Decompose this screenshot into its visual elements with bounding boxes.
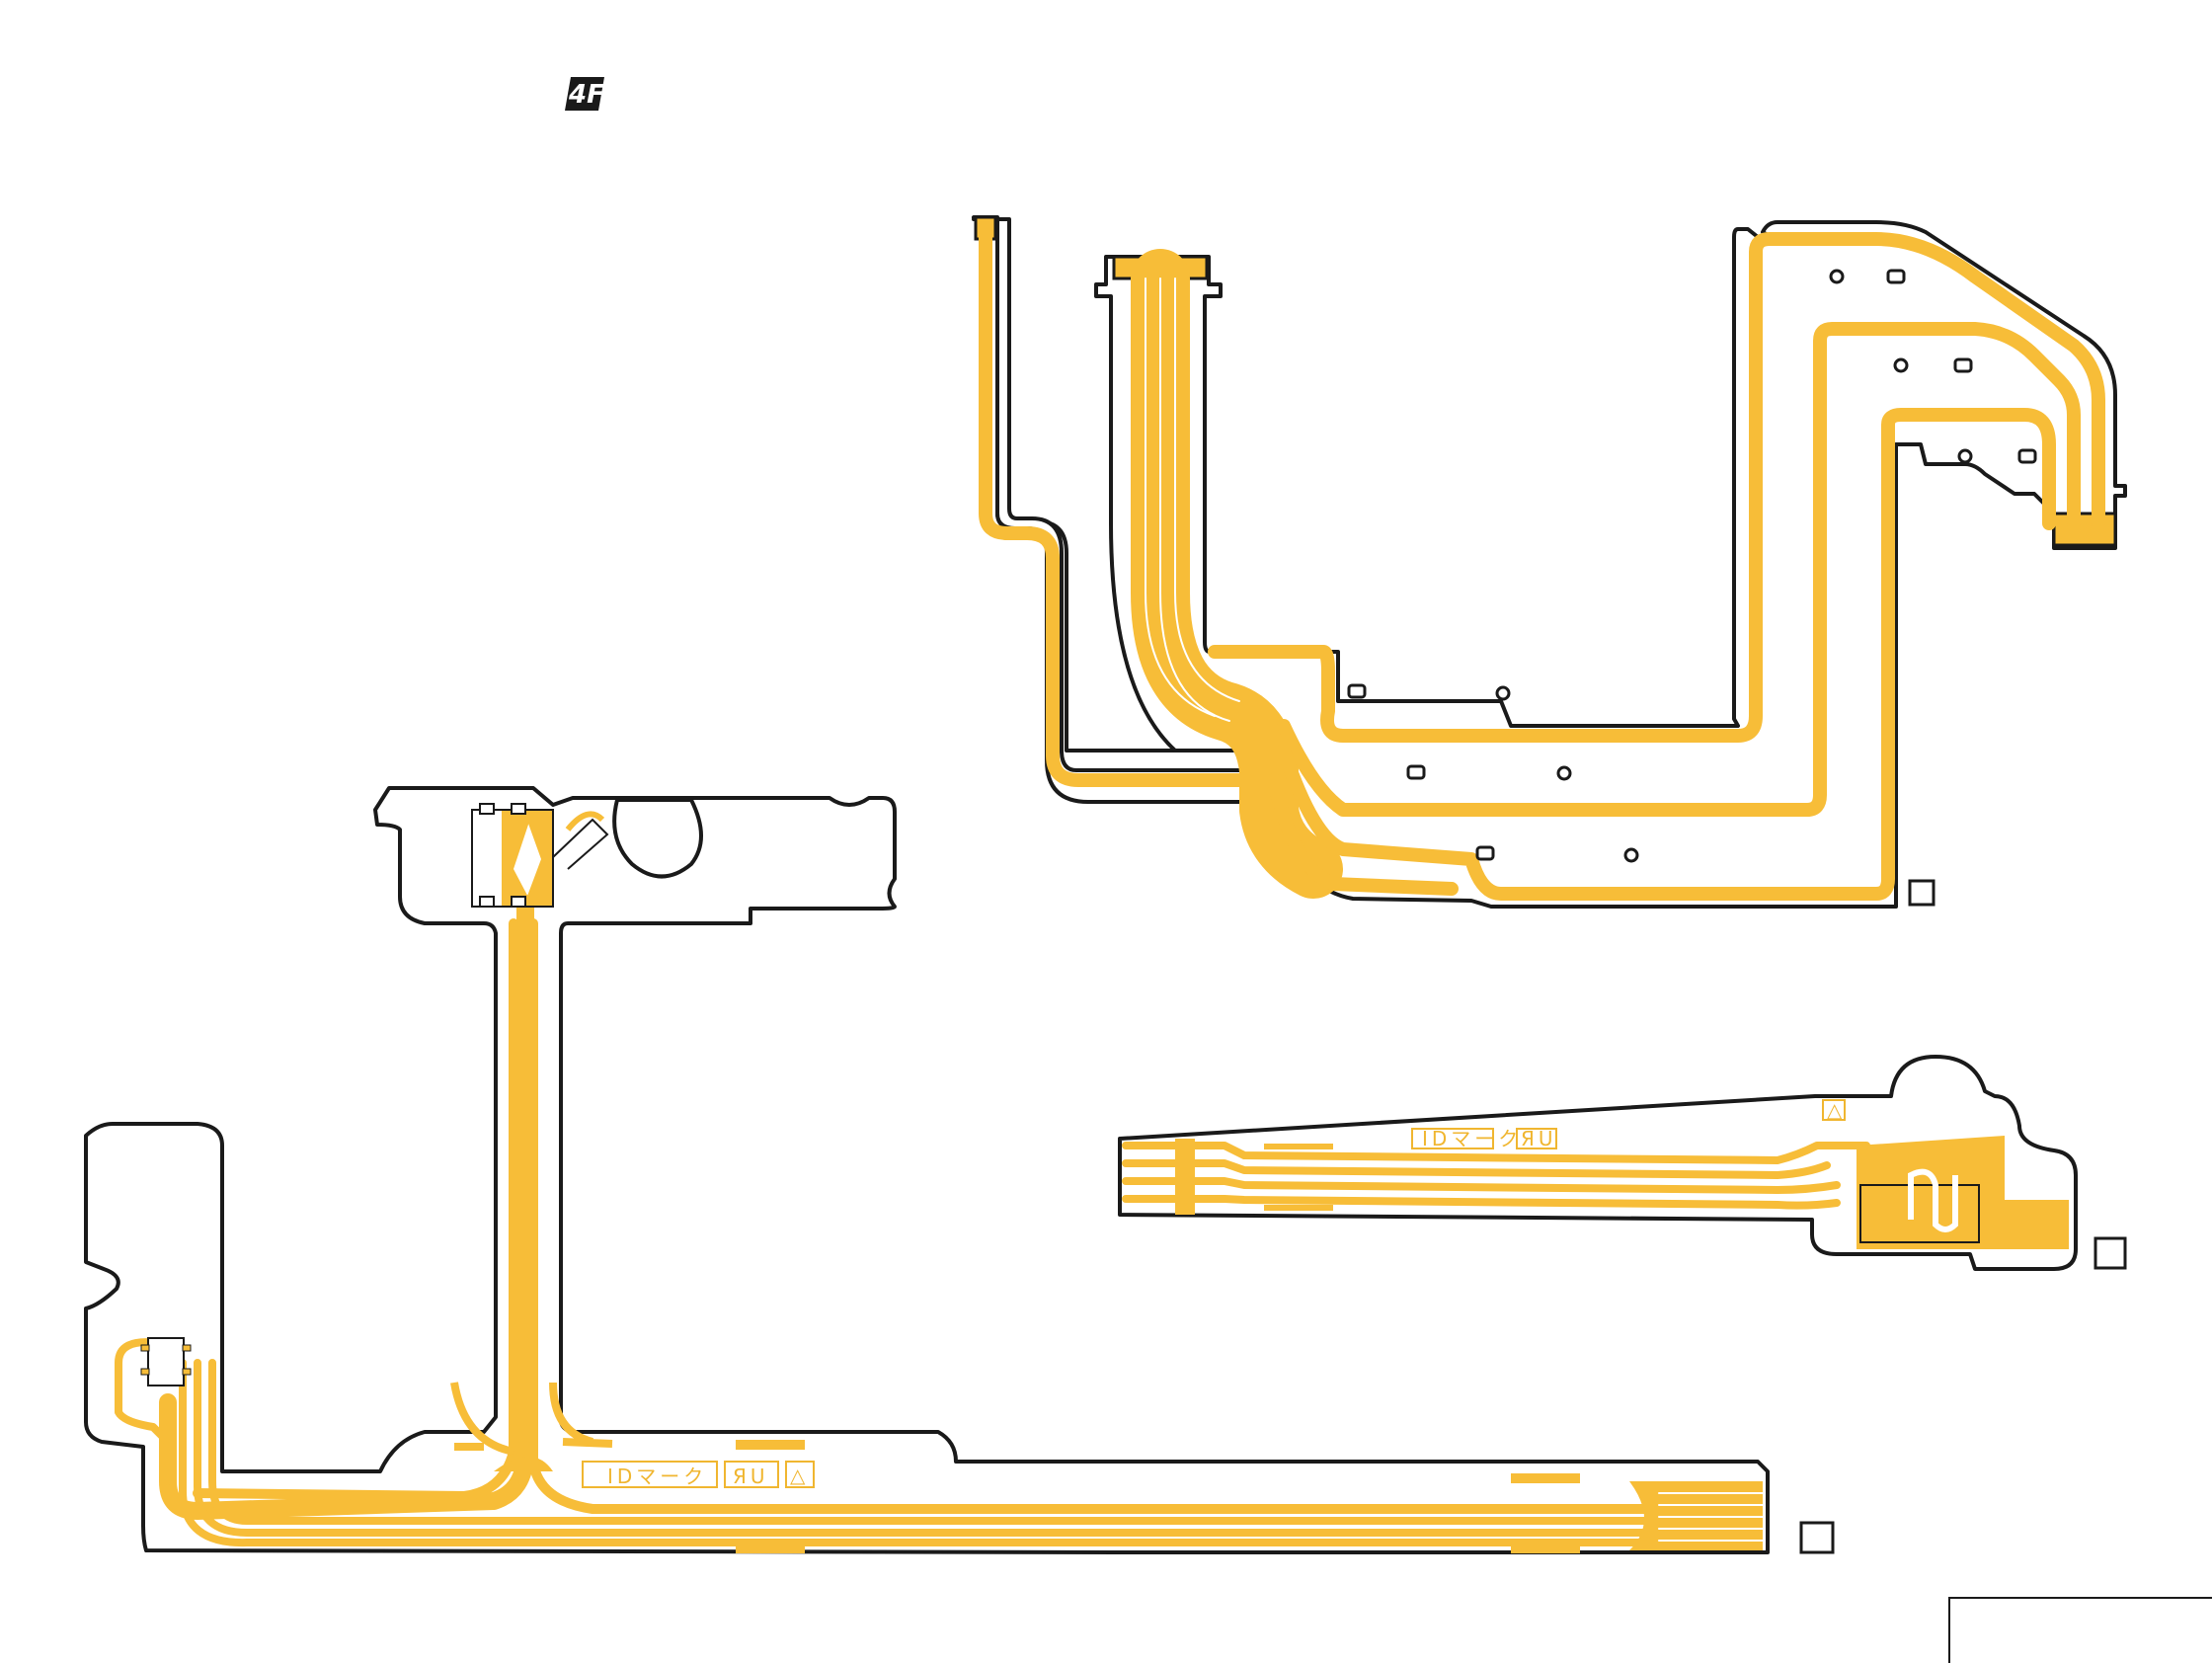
connector-pad-right [2054, 514, 2115, 545]
lead-free-mark-icon: 4F [565, 77, 604, 111]
square-box-icon [1801, 1523, 1833, 1552]
warning-mark: △ [790, 1464, 809, 1487]
warning-mark: △ [1827, 1098, 1846, 1122]
id-mark-label: IDマーク [607, 1465, 707, 1488]
flex-board-top-right [974, 217, 2125, 907]
frame-corner [1949, 1598, 2212, 1663]
lead-free-mark-text: 4F [568, 80, 604, 110]
square-box-icon [1910, 881, 1934, 905]
square-box-icon [2095, 1238, 2125, 1268]
id-mark-label: IDマーク [1422, 1127, 1522, 1150]
ul-mark-label: ЯU [1521, 1127, 1557, 1150]
flex-board-middle-right: IDマーク ЯU △ [1120, 1057, 2125, 1269]
small-chip [141, 1338, 191, 1386]
ul-mark-label: ЯU [733, 1465, 769, 1488]
